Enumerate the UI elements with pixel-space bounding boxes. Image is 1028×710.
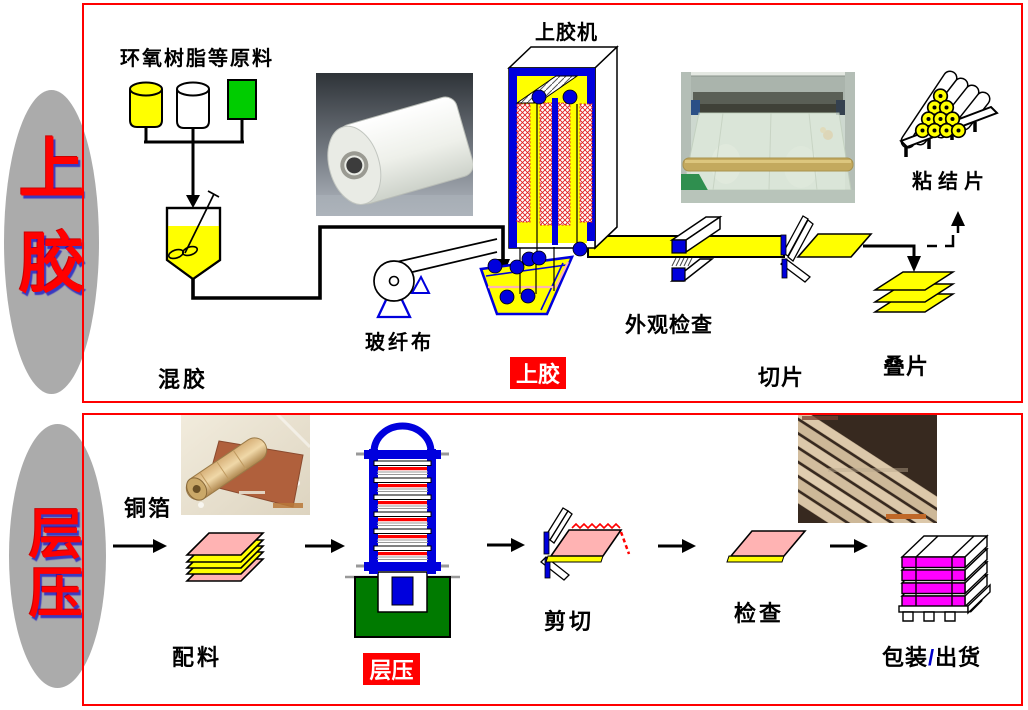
dashed-arrow-to-bonding-sheet (927, 211, 965, 248)
glue-dip-tank-icon (479, 247, 575, 316)
shipping-text: 出货 (935, 645, 982, 670)
stacking-label: 叠片 (883, 354, 930, 379)
prepreg-band (587, 235, 785, 258)
flow-arrow-to-stack (863, 244, 921, 272)
coating-machine-label: 上胶机 (535, 22, 598, 44)
shearing-icon (540, 507, 631, 581)
laminate-stage-title: 层 压 (10, 505, 102, 623)
packing-text: 包装 (882, 645, 929, 670)
lamination-badge: 层压 (363, 653, 420, 685)
laminate-stage-char-2: 压 (29, 561, 83, 625)
cutting-label: 切片 (758, 365, 805, 390)
coating-line-photo (681, 72, 855, 203)
laminate-sheets-photo (798, 413, 937, 523)
copper-foil-photo (181, 413, 310, 515)
packing-shipping-label: 包装/出货 (882, 640, 981, 672)
glass-cloth-roll-photo (316, 73, 473, 216)
stacked-sheets-icon (872, 271, 956, 313)
laminate-stage-char-1: 层 (29, 502, 83, 566)
inspection-rollers-icon (669, 215, 723, 282)
glue-mixer-icon (165, 190, 222, 281)
visual-inspection-label: 外观检查 (625, 314, 713, 337)
glue-stage-char-2: 胶 (19, 224, 85, 302)
inspection-sheet-icon (726, 530, 807, 563)
coating-tower-icon (507, 45, 619, 257)
packed-pallet-icon (898, 534, 991, 622)
packing-slash: / (928, 645, 936, 670)
material-prep-label: 配料 (172, 645, 223, 670)
glue-stage-title: 上 胶 (8, 122, 96, 310)
layup-stack-icon (185, 532, 265, 582)
glass-cloth-label: 玻纤布 (365, 332, 434, 354)
shearing-label: 剪切 (544, 609, 595, 634)
raw-material-cylinders-icon (129, 79, 257, 208)
glue-stage-char-1: 上 (19, 130, 85, 208)
glue-feed-pipe (191, 225, 510, 300)
bottom-flow-arrows (113, 538, 868, 553)
copper-foil-label: 铜箔 (124, 496, 173, 521)
coating-badge: 上胶 (510, 357, 566, 389)
inspection-label: 检查 (734, 601, 785, 626)
sheet-cutter-icon (780, 215, 873, 283)
mixing-label: 混胶 (158, 367, 209, 392)
raw-materials-label: 环氧树脂等原料 (120, 48, 274, 70)
laminate-stage-ellipse (9, 424, 106, 688)
lamination-press-icon (345, 422, 460, 638)
bonding-sheet-label: 粘结片 (912, 171, 990, 193)
bonding-sheet-rolls-icon (899, 70, 999, 157)
glass-cloth-unwinder-icon (373, 238, 498, 319)
